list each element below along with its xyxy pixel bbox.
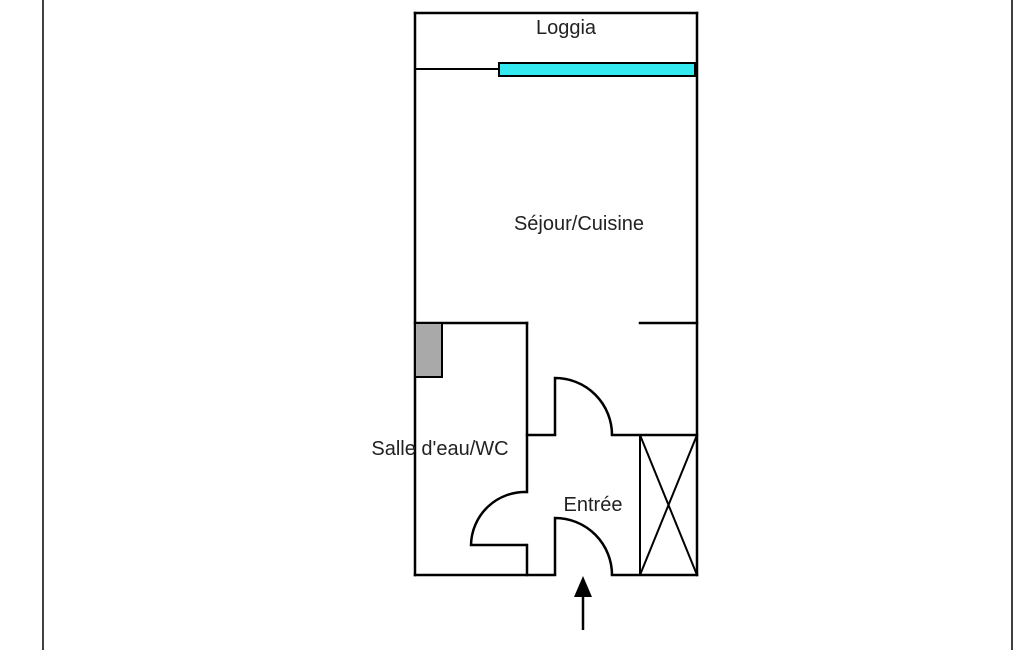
window-bay [498, 62, 696, 77]
interior-walls [413, 321, 699, 577]
door-entrance [553, 516, 614, 576]
room-label-sejour-cuisine: Séjour/Cuisine [514, 213, 644, 235]
page-frame [42, 0, 1013, 650]
arrow-head [574, 576, 592, 597]
closet-diagonal-2 [639, 434, 698, 576]
room-label-loggia: Loggia [536, 17, 597, 39]
outer-walls [413, 11, 699, 577]
technical-shaft [414, 322, 443, 378]
door-swings [469, 376, 614, 576]
room-label-salle-eau-wc: Salle d'eau/WC [371, 438, 508, 460]
door-bathroom [469, 490, 528, 547]
arrow-up-icon [574, 576, 592, 630]
cross-box-icon [639, 434, 698, 576]
door-sejour [553, 376, 614, 436]
room-label-entree: Entrée [564, 494, 623, 516]
